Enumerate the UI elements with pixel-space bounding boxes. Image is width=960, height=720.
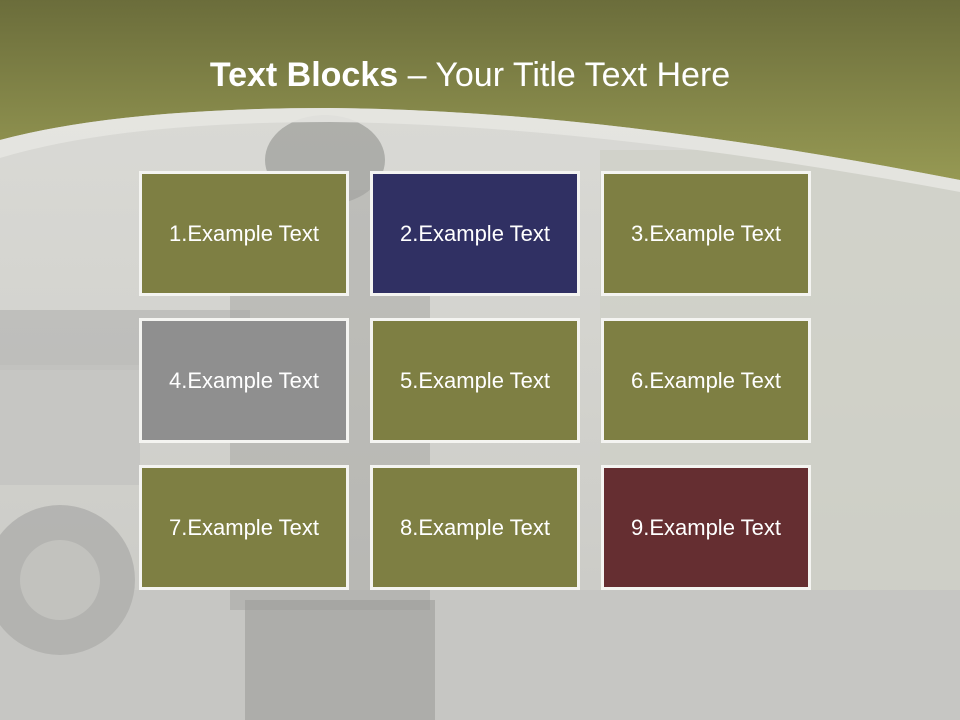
title-bold: Text Blocks [209,56,399,94]
text-block-label: 7.Example Text [168,514,319,540]
slide-title: Text Blocks – Your Title Text Here [0,52,940,98]
text-block-3[interactable]: 3.Example Text [601,171,811,296]
text-block-label: 9.Example Text [630,514,781,540]
text-block-9[interactable]: 9.Example Text [601,465,811,590]
text-block-label: 3.Example Text [630,220,781,246]
text-block-label: 1.Example Text [168,220,319,246]
text-block-label: 4.Example Text [168,367,319,393]
text-block-label: 2.Example Text [399,220,550,246]
text-block-label: 5.Example Text [399,367,550,393]
title-separator: – [398,56,436,94]
text-block-label: 8.Example Text [399,514,550,540]
text-block-7[interactable]: 7.Example Text [139,465,349,590]
title-rest: Your Title Text Here [435,56,731,94]
text-block-1[interactable]: 1.Example Text [139,171,349,296]
text-block-label: 6.Example Text [630,367,781,393]
text-block-4[interactable]: 4.Example Text [139,318,349,443]
text-block-8[interactable]: 8.Example Text [370,465,580,590]
text-block-6[interactable]: 6.Example Text [601,318,811,443]
text-block-5[interactable]: 5.Example Text [370,318,580,443]
text-block-2[interactable]: 2.Example Text [370,171,580,296]
